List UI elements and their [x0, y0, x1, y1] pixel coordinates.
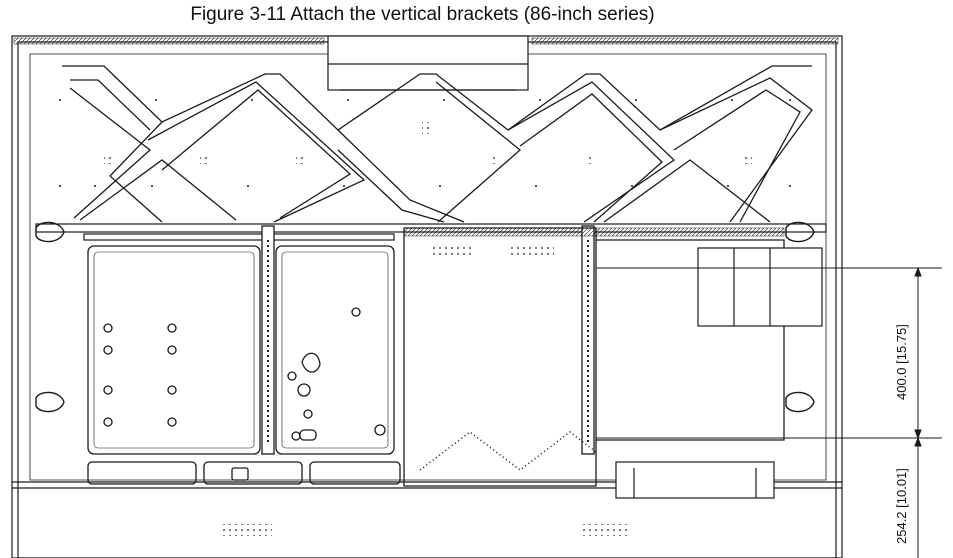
figure-caption: Figure 3-11 Attach the vertical brackets… [190, 4, 655, 25]
panel-screws [103, 307, 386, 441]
dimension-lines [596, 266, 942, 558]
side-hooks [35, 221, 815, 413]
rear-cover-panels [87, 245, 395, 455]
top-handle [327, 35, 529, 91]
dimension-254-label: 254.2 [10.01] [894, 468, 909, 544]
dimension-400-label: 400.0 [15.75] [894, 324, 909, 400]
vertical-bracket-right [581, 225, 595, 455]
io-bay [87, 461, 401, 485]
power-module [615, 247, 823, 499]
reinforcement-frame [62, 65, 813, 223]
upper-mounting-holes [59, 99, 791, 187]
main-board-cover [403, 227, 785, 487]
speaker-grilles [222, 524, 630, 536]
vertical-bracket-left [261, 225, 275, 455]
